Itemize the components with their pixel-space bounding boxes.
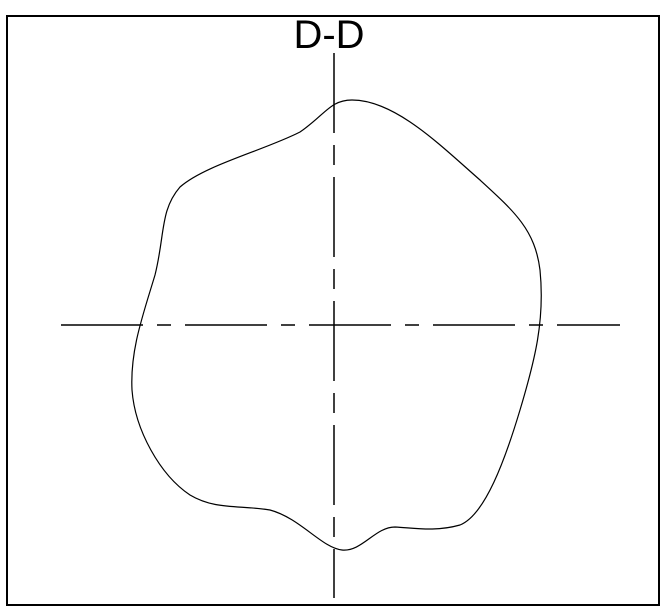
- section-outline: [131, 99, 542, 551]
- drawing-frame: [6, 15, 660, 606]
- section-label: D-D: [293, 13, 364, 57]
